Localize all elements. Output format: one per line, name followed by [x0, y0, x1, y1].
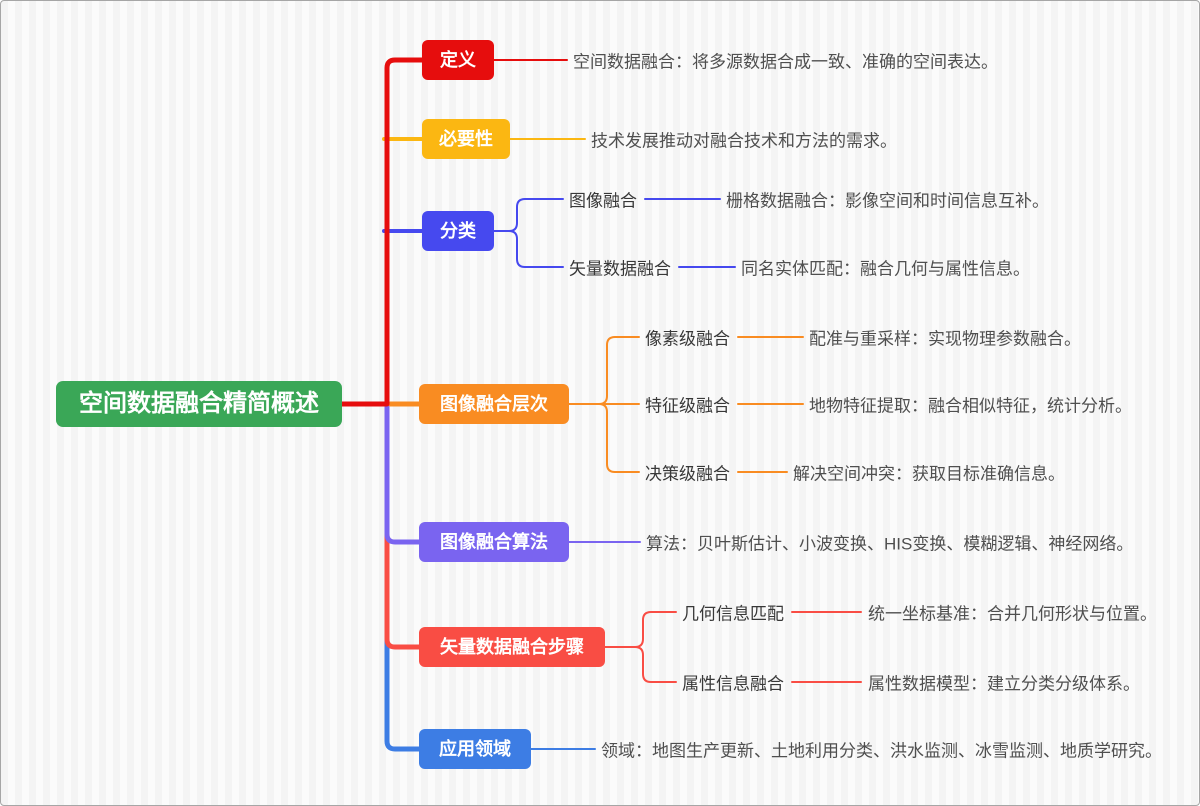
branch-node-fusion-algorithms[interactable]: 图像融合算法	[419, 522, 569, 562]
connector-vector-up	[634, 611, 677, 648]
subnode-decision-level[interactable]: 决策级融合	[645, 464, 730, 484]
connector-levels-down	[598, 403, 640, 473]
connector-vector-down	[634, 646, 677, 683]
subnode-image-fusion[interactable]: 图像融合	[569, 191, 637, 211]
note-necessity[interactable]: 技术发展推动对融合技术和方法的需求。	[591, 131, 897, 151]
connector-trunk-definition	[339, 57, 425, 407]
branch-node-vector-steps[interactable]: 矢量数据融合步骤	[419, 627, 605, 667]
note-coordinate[interactable]: 统一坐标基准：合并几何形状与位置。	[868, 604, 1157, 624]
branch-node-applications[interactable]: 应用领域	[419, 729, 531, 769]
subnode-vector-fusion[interactable]: 矢量数据融合	[569, 259, 671, 279]
connector-trunk-algorithms	[384, 401, 422, 545]
note-raster-fusion[interactable]: 栅格数据融合：影像空间和时间信息互补。	[726, 191, 1049, 211]
root-node[interactable]: 空间数据融合精简概述	[56, 381, 342, 427]
branch-node-fusion-levels[interactable]: 图像融合层次	[419, 384, 569, 424]
connector-levels-up	[598, 336, 640, 405]
subnode-geometry-match[interactable]: 几何信息匹配	[682, 604, 784, 624]
note-conflict[interactable]: 解决空间冲突：获取目标准确信息。	[793, 464, 1065, 484]
connector-classification-up	[508, 198, 564, 232]
subnode-attribute-fusion[interactable]: 属性信息融合	[682, 674, 784, 694]
branch-node-classification[interactable]: 分类	[422, 211, 494, 251]
note-attribute-model[interactable]: 属性数据模型：建立分类分级体系。	[868, 674, 1140, 694]
note-applications[interactable]: 领域：地图生产更新、土地利用分类、洪水监测、冰雪监测、地质学研究。	[601, 741, 1162, 761]
subnode-feature-level[interactable]: 特征级融合	[645, 396, 730, 416]
subnode-pixel-level[interactable]: 像素级融合	[645, 329, 730, 349]
note-definition[interactable]: 空间数据融合：将多源数据合成一致、准确的空间表达。	[573, 52, 998, 72]
connector-trunk-applications	[384, 636, 422, 752]
connector-trunk-vector-steps	[384, 531, 422, 650]
branch-node-necessity[interactable]: 必要性	[422, 119, 510, 159]
note-algorithms[interactable]: 算法：贝叶斯估计、小波变换、HIS变换、模糊逻辑、神经网络。	[646, 534, 1134, 554]
connector-classification-down	[508, 230, 564, 268]
note-registration[interactable]: 配准与重采样：实现物理参数融合。	[809, 329, 1081, 349]
note-entity-match[interactable]: 同名实体匹配：融合几何与属性信息。	[741, 259, 1030, 279]
note-feature-extract[interactable]: 地物特征提取：融合相似特征，统计分析。	[809, 396, 1132, 416]
branch-node-definition[interactable]: 定义	[422, 40, 494, 80]
